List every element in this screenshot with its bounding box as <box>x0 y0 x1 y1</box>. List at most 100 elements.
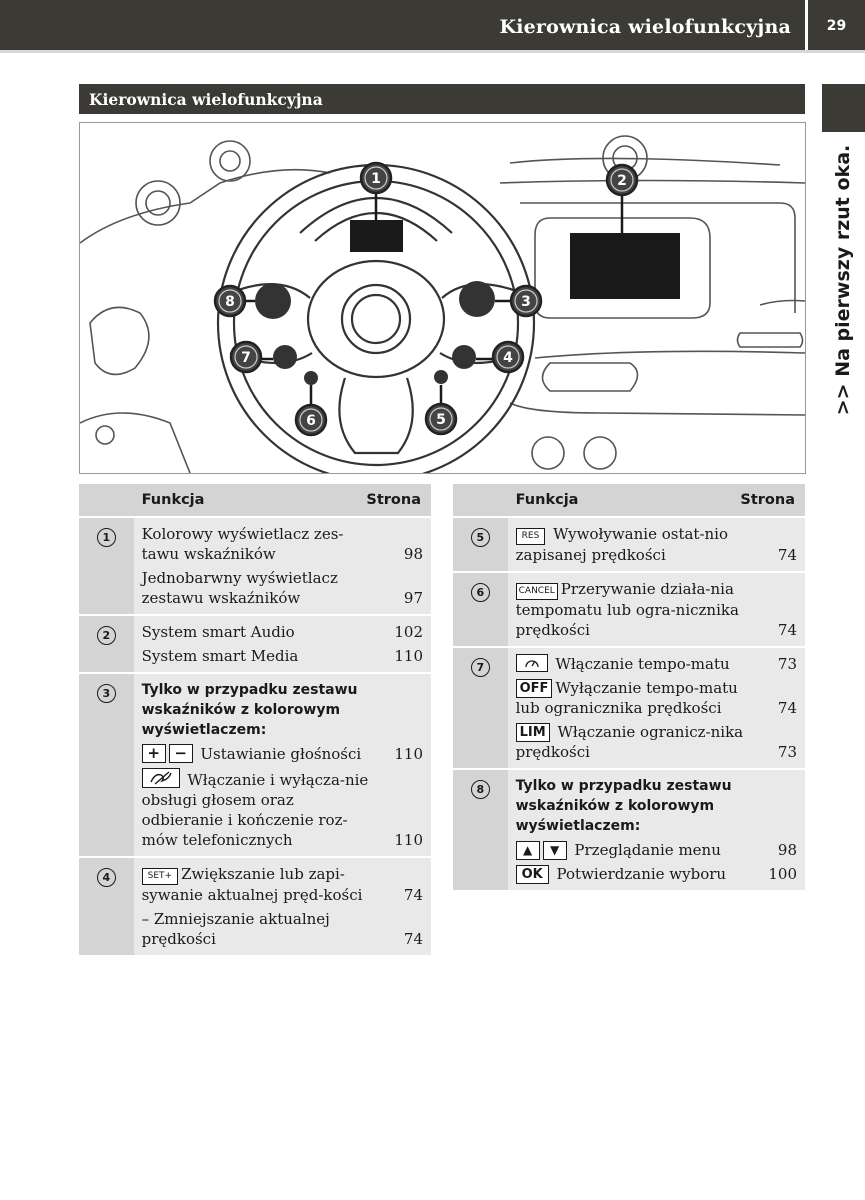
entry: LIM Włączanie ogranicz-nika prędkości 73 <box>515 722 797 762</box>
header-page: Strona <box>358 484 431 518</box>
chapter-label: >> Na pierwszy rzut oka. <box>832 144 854 416</box>
table-row: 1 Kolorowy wyświetlacz zes-tawu wskaźnik… <box>79 517 431 616</box>
entry-intro: Tylko w przypadku zestawu wskaźników z k… <box>515 778 732 834</box>
item-number: 5 <box>470 528 490 547</box>
table-row: 5 RES Wywoływanie ostat-nio zapisanej pr… <box>453 517 805 573</box>
page-ref: 74 <box>403 886 423 904</box>
table-row: 3 Tylko w przypadku zestawu wskaźników z… <box>79 673 431 858</box>
steering-wheel-illustration: 1 2 3 4 5 6 7 8 <box>79 122 806 483</box>
entry: System smart Media 110 <box>142 646 423 666</box>
callout-8: 8 <box>225 294 235 310</box>
page-ref: 110 <box>394 647 423 665</box>
page-ref: 102 <box>394 623 423 641</box>
entry-text: Wyłączanie tempo-matu lub ogranicznika p… <box>515 679 738 717</box>
section-bar: Kierownica wielofunkcyjna <box>79 84 805 114</box>
callout-1: 1 <box>371 171 381 187</box>
entry: Kolorowy wyświetlacz zes-tawu wskaźników… <box>142 524 423 564</box>
page-ref: 74 <box>777 699 797 717</box>
callout-7: 7 <box>241 350 251 366</box>
item-number: 4 <box>96 868 116 887</box>
page-ref: 98 <box>403 545 423 563</box>
page-ref: 110 <box>394 831 423 849</box>
entry: – Zmniejszanie aktualnej prędkości 74 <box>142 909 423 949</box>
page-ref: 73 <box>777 743 797 761</box>
plus-key-icon: + <box>141 744 166 763</box>
item-number: 6 <box>470 583 490 602</box>
callout-5: 5 <box>436 412 446 428</box>
cancel-key-icon: CANCEL <box>515 583 558 600</box>
entry: Włączanie i wyłącza-nie obsługi głosem o… <box>141 768 423 850</box>
entry-text: Włączanie ogranicz-nika prędkości <box>515 723 744 761</box>
header-num-cell <box>453 484 508 518</box>
off-key-icon: OFF <box>515 679 553 698</box>
set-plus-key-icon: SET+ <box>141 868 179 885</box>
page-ref: 98 <box>777 841 797 859</box>
entry-text: Przerywanie działa-nia tempomatu lub ogr… <box>515 580 739 639</box>
page-ref: 74 <box>777 546 797 564</box>
section-title: Kierownica wielofunkcyjna <box>89 90 323 109</box>
header-page: Strona <box>732 484 805 518</box>
steering-wheel-drawing: 1 2 3 4 5 6 7 8 <box>79 135 806 483</box>
entry-text: – Zmniejszanie aktualnej prędkości <box>141 910 330 948</box>
page-ref: 74 <box>403 930 423 948</box>
entry-text: Jednobarwny wyświetlacz zestawu wskaźnik… <box>141 569 338 607</box>
table-row: 8 Tylko w przypadku zestawu wskaźników z… <box>453 769 805 892</box>
entry-text: Zwiększanie lub zapi-sywanie aktualnej p… <box>141 865 363 904</box>
page-ref: 100 <box>768 865 797 883</box>
function-table-right: Funkcja Strona 5 RES Wywoływanie ostat-n… <box>453 484 805 892</box>
callout-6: 6 <box>306 413 316 429</box>
entry-text: Ustawianie głośności <box>200 745 362 763</box>
page-ref: 74 <box>777 621 797 639</box>
header-bar: Kierownica wielofunkcyjna <box>0 0 805 50</box>
header-rule <box>0 50 865 53</box>
entry: RES Wywoływanie ostat-nio zapisanej pręd… <box>515 524 797 565</box>
table-header-row: Funkcja Strona <box>453 484 805 518</box>
page-number: 29 <box>826 18 847 34</box>
table-row: 4 SET+Zwiększanie lub zapi-sywanie aktua… <box>79 857 431 957</box>
res-key-icon: RES <box>515 528 546 545</box>
entry-text: Przeglądanie menu <box>574 841 721 859</box>
entry-text: Potwierdzanie wyboru <box>556 865 727 883</box>
item-number: 8 <box>470 780 490 799</box>
entry: SET+Zwiększanie lub zapi-sywanie aktualn… <box>141 864 423 905</box>
header-num-cell <box>79 484 134 518</box>
entry-intro: Tylko w przypadku zestawu wskaźników z k… <box>141 682 358 738</box>
item-number: 2 <box>96 626 116 645</box>
callout-markers: 1 2 3 4 5 6 7 8 <box>213 161 639 437</box>
ok-key-icon: OK <box>515 865 549 884</box>
entry-text: System smart Media <box>141 647 299 665</box>
cruise-control-key-icon <box>515 654 548 672</box>
function-table-left: Funkcja Strona 1 Kolorowy wyświetlacz ze… <box>79 484 431 957</box>
header-title: Kierownica wielofunkcyjna <box>499 16 791 38</box>
lim-key-icon: LIM <box>515 723 550 742</box>
entry-text: Włączanie tempo-matu <box>555 655 730 673</box>
entry: Włączanie tempo-matu 73 <box>515 654 797 674</box>
entry-text: Włączanie i wyłącza-nie obsługi głosem o… <box>141 771 369 849</box>
voice-phone-key-icon <box>141 768 180 788</box>
callout-4: 4 <box>503 350 513 366</box>
arrow-up-key-icon: ▲ <box>515 841 540 860</box>
item-number: 3 <box>96 684 116 703</box>
page-ref: 73 <box>777 655 797 673</box>
minus-key-icon: − <box>168 744 193 763</box>
entry-text: System smart Audio <box>141 623 295 641</box>
header-function: Funkcja <box>133 484 359 518</box>
callout-3: 3 <box>521 294 531 310</box>
page-number-box: 29 <box>808 0 865 50</box>
entry: OK Potwierdzanie wyboru 100 <box>515 864 797 884</box>
entry: System smart Audio 102 <box>142 622 423 642</box>
item-number: 7 <box>470 658 490 677</box>
table-header-row: Funkcja Strona <box>79 484 431 518</box>
entry-text: Wywoływanie ostat-nio zapisanej prędkośc… <box>515 525 729 564</box>
header-function: Funkcja <box>507 484 733 518</box>
callout-2: 2 <box>617 173 627 189</box>
entry: Jednobarwny wyświetlacz zestawu wskaźnik… <box>142 568 423 608</box>
page-ref: 97 <box>403 589 423 607</box>
entry-text: Kolorowy wyświetlacz zes-tawu wskaźników <box>141 525 344 563</box>
